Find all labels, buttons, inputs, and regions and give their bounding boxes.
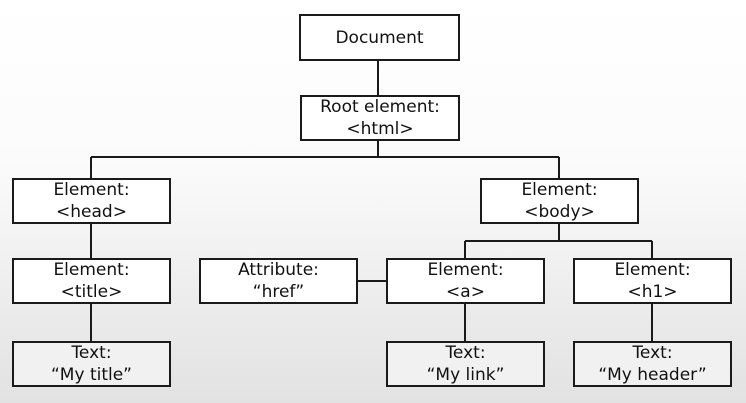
root-element-tag: <html>: [346, 119, 414, 139]
body-element-tag: <body>: [524, 202, 595, 222]
link-text-node: Text: “My link”: [386, 341, 545, 387]
a-element-label: Element:: [427, 260, 504, 280]
title-element-node: Element: <title>: [12, 258, 171, 304]
header-text-node: Text: “My header”: [573, 341, 732, 387]
link-text-label: Text:: [445, 343, 486, 363]
a-element-tag: <a>: [446, 282, 485, 302]
title-text-label: Text:: [71, 343, 112, 363]
href-attribute-node: Attribute: “href”: [199, 258, 358, 304]
document-label: Document: [335, 27, 424, 48]
href-attribute-value: “href”: [252, 282, 305, 302]
title-text-value: “My title”: [51, 365, 132, 385]
h1-element-label: Element:: [614, 260, 691, 280]
link-text-value: “My link”: [426, 365, 505, 385]
body-element-node: Element: <body>: [480, 178, 639, 224]
document-node: Document: [299, 14, 460, 61]
h1-element-tag: <h1>: [627, 282, 678, 302]
title-text-node: Text: “My title”: [12, 341, 171, 387]
head-element-node: Element: <head>: [12, 178, 171, 224]
root-element-node: Root element: <html>: [300, 95, 460, 141]
a-element-node: Element: <a>: [386, 258, 545, 304]
title-element-tag: <title>: [60, 282, 123, 302]
head-element-label: Element:: [53, 180, 130, 200]
root-element-label: Root element:: [320, 97, 440, 117]
href-attribute-label: Attribute:: [238, 260, 319, 280]
header-text-value: “My header”: [598, 365, 707, 385]
h1-element-node: Element: <h1>: [573, 258, 732, 304]
title-element-label: Element:: [53, 260, 130, 280]
header-text-label: Text:: [632, 343, 673, 363]
head-element-tag: <head>: [56, 202, 127, 222]
body-element-label: Element:: [521, 180, 598, 200]
